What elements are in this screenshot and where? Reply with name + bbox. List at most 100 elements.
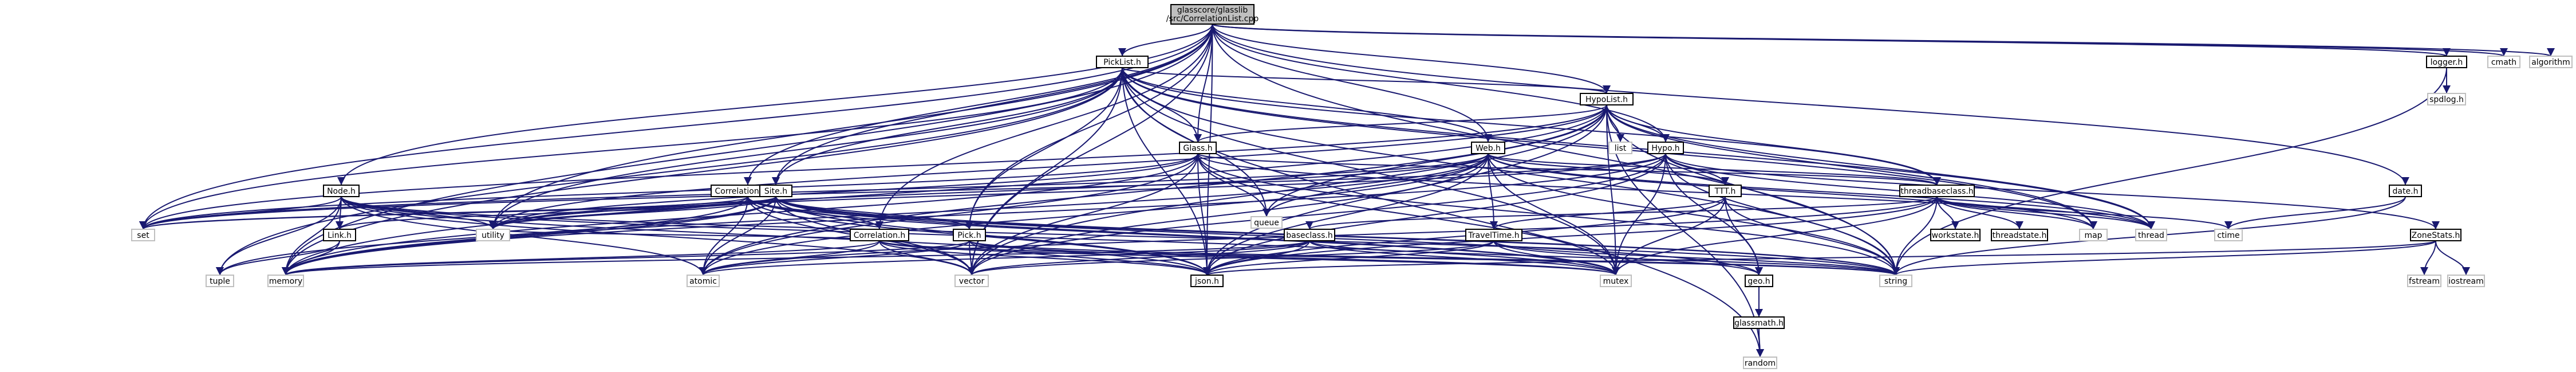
node-box-string bbox=[1879, 275, 1912, 287]
node-box-utility bbox=[476, 229, 510, 241]
node-root-correlationlist-cpp[interactable]: glasscore/glasslib/src/CorrelationList.c… bbox=[1166, 4, 1259, 25]
node-geo-h[interactable]: geo.h bbox=[1745, 275, 1773, 287]
node-box-link-h bbox=[323, 229, 356, 241]
node-label-utility: utility bbox=[482, 231, 504, 240]
node-web-h[interactable]: Web.h bbox=[1471, 142, 1505, 154]
node-box-glassmath-h bbox=[1733, 316, 1785, 329]
node-link-h[interactable]: Link.h bbox=[323, 229, 356, 241]
node-box-zonestats-h bbox=[2410, 229, 2461, 241]
edge-node-h-to-set bbox=[139, 196, 342, 230]
node-logger-h[interactable]: logger.h bbox=[2426, 56, 2467, 68]
edge-web-h-to-queue bbox=[1263, 153, 1489, 217]
edge-glass-h-to-vector bbox=[968, 153, 1198, 276]
edge-web-h-to-json-h bbox=[1203, 153, 1489, 276]
edge-hypolist-h-to-glass-h bbox=[1194, 104, 1607, 143]
node-glass-h[interactable]: Glass.h bbox=[1179, 142, 1217, 154]
node-traveltime-h[interactable]: TravelTime.h bbox=[1465, 229, 1522, 241]
node-workstate-h[interactable]: workstate.h bbox=[1930, 229, 1981, 241]
edge-web-h-to-traveltime-h bbox=[1488, 153, 1498, 230]
node-glassmath-h[interactable]: glassmath.h bbox=[1733, 316, 1785, 329]
edge-correlationlist-cpp-to-node-h bbox=[337, 24, 1213, 186]
node-box-logger-h bbox=[2426, 56, 2467, 68]
edge-pick-h-to-memory bbox=[282, 240, 970, 276]
node-cmath: cmath bbox=[2487, 56, 2520, 68]
node-hypo-h[interactable]: Hypo.h bbox=[1647, 142, 1684, 154]
node-tuple: tuple bbox=[206, 275, 234, 287]
edge-pick-h-to-string bbox=[969, 240, 1900, 276]
edge-glass-h-to-mutex bbox=[1197, 153, 1620, 276]
node-ttt-h[interactable]: TTT.h bbox=[1709, 185, 1742, 197]
edge-node-h-to-tuple bbox=[216, 196, 342, 276]
edge-traveltime-h-to-json-h bbox=[1203, 240, 1494, 276]
edge-traveltime-h-to-mutex bbox=[1493, 240, 1620, 276]
node-baseclass-h[interactable]: baseclass.h bbox=[1284, 229, 1335, 241]
edge-pick-h-to-atomic bbox=[699, 240, 970, 276]
node-label-mutex: mutex bbox=[1603, 277, 1629, 286]
edge-correlationlist-cpp-to-vector bbox=[968, 24, 1213, 276]
edge-correlationlist-cpp-to-correlation-h bbox=[875, 24, 1213, 230]
edge-hypo-h-to-json-h bbox=[1203, 153, 1666, 276]
node-zonestats-h[interactable]: ZoneStats.h bbox=[2410, 229, 2461, 241]
node-hypolist-h[interactable]: HypoList.h bbox=[1580, 93, 1634, 105]
node-date-h[interactable]: date.h bbox=[2389, 185, 2422, 197]
edge-traveltime-h-to-geo-h bbox=[1493, 240, 1763, 276]
edge-hypolist-h-to-threadbaseclass-h bbox=[1606, 104, 1941, 186]
edge-hypo-h-to-zonestats-h bbox=[1665, 153, 2440, 230]
edge-picklist-h-to-set bbox=[139, 67, 1123, 230]
node-box-map bbox=[2079, 229, 2108, 241]
edge-site-h-to-memory bbox=[282, 196, 776, 276]
edge-site-h-to-set bbox=[139, 196, 776, 230]
node-label-thread: thread bbox=[2138, 231, 2164, 240]
edge-hypolist-h-to-set bbox=[139, 104, 1607, 230]
node-pick-h[interactable]: Pick.h bbox=[953, 229, 986, 241]
edge-threadbaseclass-h-to-json-h bbox=[1203, 196, 1938, 276]
node-box-fstream bbox=[2407, 275, 2441, 287]
edge-pick-h-to-json-h bbox=[969, 240, 1211, 276]
edge-web-h-to-string bbox=[1488, 153, 1900, 276]
node-box-set bbox=[131, 229, 155, 241]
edge-node-h-to-memory bbox=[282, 196, 342, 276]
edge-correlationlist-cpp-to-utility bbox=[489, 24, 1213, 230]
node-box-json-h bbox=[1190, 275, 1224, 287]
node-threadstate-h[interactable]: threadstate.h bbox=[1991, 229, 2048, 241]
node-box-vector bbox=[954, 275, 989, 287]
node-json-h[interactable]: json.h bbox=[1190, 275, 1224, 287]
edge-threadbaseclass-h-to-string bbox=[1892, 196, 1938, 276]
node-box-geo-h bbox=[1745, 275, 1773, 287]
edge-zonestats-h-to-fstream bbox=[2420, 240, 2436, 276]
edge-picklist-h-to-hypolist-h bbox=[1122, 67, 1611, 94]
node-box-hypolist-h bbox=[1580, 93, 1634, 105]
node-box-mutex bbox=[1600, 275, 1632, 287]
edge-hypolist-h-to-string bbox=[1606, 104, 1900, 276]
node-box-threadbaseclass-h bbox=[1899, 185, 1975, 197]
node-label-threadstate-h: threadstate.h bbox=[1993, 231, 2047, 240]
edge-correlationlist-cpp-to-hypolist-h bbox=[1212, 24, 1611, 94]
edge-hypo-h-to-memory bbox=[282, 153, 1666, 276]
edge-glass-h-to-memory bbox=[282, 153, 1198, 276]
node-picklist-h[interactable]: PickList.h bbox=[1096, 56, 1149, 68]
edge-web-h-to-threadbaseclass-h bbox=[1488, 153, 1941, 186]
edge-hypolist-h-to-utility bbox=[489, 104, 1607, 230]
nodes-layer: glasscore/glasslib/src/CorrelationList.c… bbox=[131, 4, 2573, 369]
edge-baseclass-h-to-memory bbox=[282, 240, 1310, 276]
edge-picklist-h-to-pick-h bbox=[965, 67, 1123, 230]
node-site-h[interactable]: Site.h bbox=[759, 185, 792, 197]
edges-layer bbox=[139, 24, 2554, 358]
edge-zonestats-h-to-iostream bbox=[2435, 240, 2470, 276]
node-label-web-h: Web.h bbox=[1476, 144, 1501, 153]
node-correlation-h[interactable]: Correlation.h bbox=[850, 229, 909, 241]
edge-link-h-to-tuple bbox=[216, 240, 340, 276]
node-box-node-h bbox=[323, 185, 360, 197]
node-label-ttt-h: TTT.h bbox=[1714, 187, 1736, 196]
edge-picklist-h-to-utility bbox=[489, 67, 1123, 230]
node-box-baseclass-h bbox=[1284, 229, 1335, 241]
node-iostream: iostream bbox=[2447, 275, 2485, 287]
node-label-correlation-h: Correlation.h bbox=[854, 231, 906, 240]
node-box-spdlog-h bbox=[2427, 93, 2466, 105]
edge-picklist-h-to-site-h bbox=[772, 67, 1123, 186]
node-label-atomic: atomic bbox=[689, 277, 717, 286]
node-node-h[interactable]: Node.h bbox=[323, 185, 360, 197]
node-box-atomic bbox=[687, 275, 720, 287]
node-threadbaseclass-h[interactable]: threadbaseclass.h bbox=[1899, 185, 1975, 197]
node-map: map bbox=[2079, 229, 2108, 241]
